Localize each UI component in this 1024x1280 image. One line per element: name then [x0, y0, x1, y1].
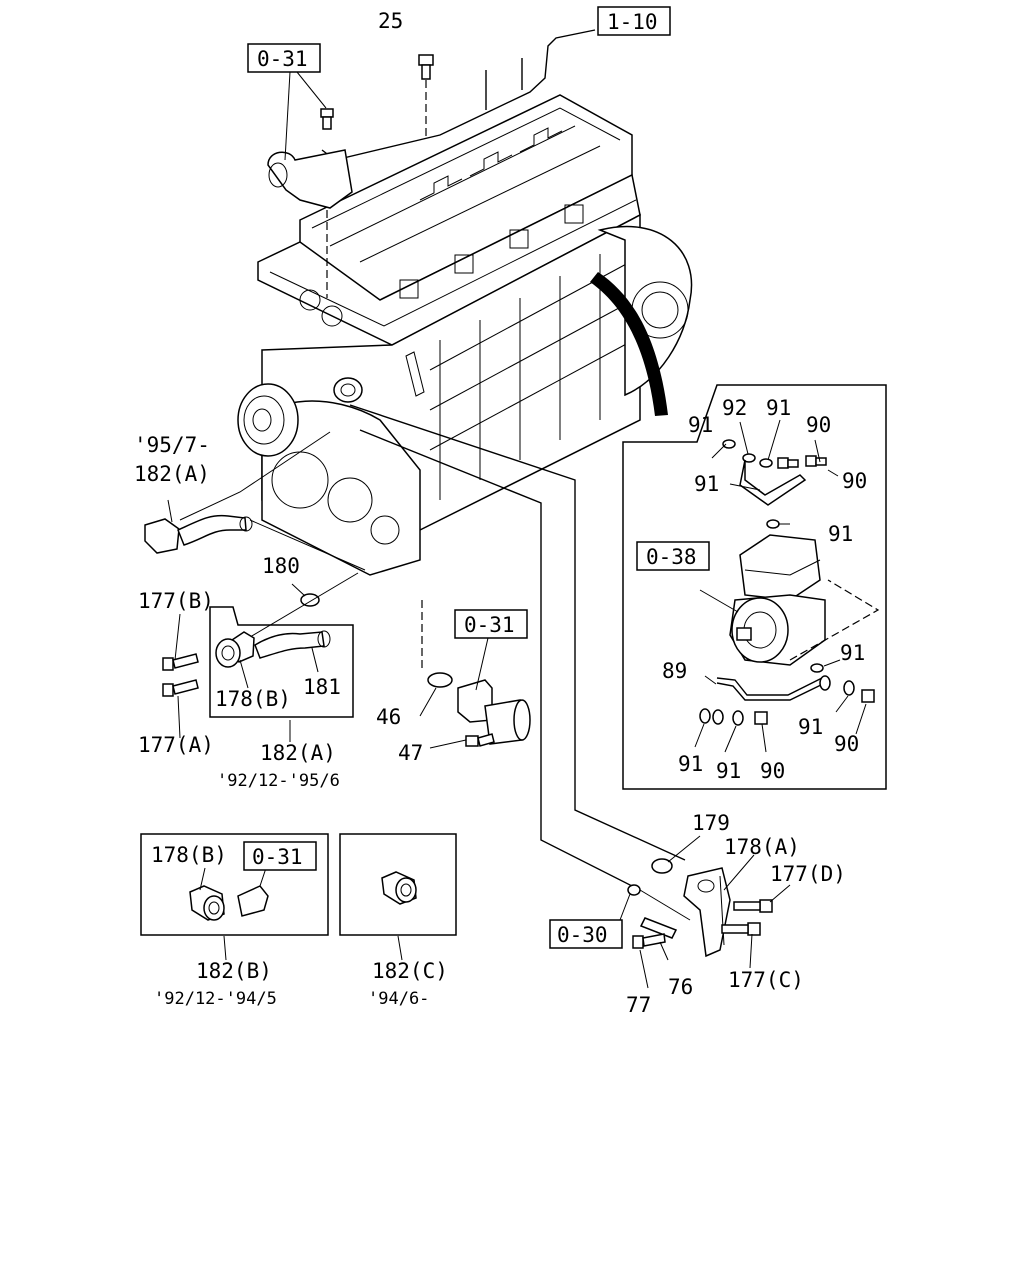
box-182c — [339, 833, 457, 936]
label-77: 77 — [626, 993, 651, 1017]
label-0-31-box: 0-31 — [252, 845, 303, 869]
label-182b: 182(B) — [196, 959, 272, 983]
label-90-d: 90 — [760, 759, 785, 783]
ref-box-0-31-box — [243, 841, 317, 871]
label-1-10: 1-10 — [607, 10, 658, 34]
water-pipe-181-drawing — [162, 572, 359, 742]
label-25: 25 — [378, 9, 403, 33]
label-91-h: 91 — [716, 759, 741, 783]
label-180: 180 — [262, 554, 300, 578]
ref-box-0-38 — [636, 541, 710, 571]
label-181: 181 — [303, 675, 341, 699]
thermostat-housing-178a-drawing — [619, 835, 791, 989]
label-178b-box: 178(B) — [151, 843, 227, 867]
label-91-c: 91 — [694, 472, 719, 496]
label-0-31-top: 0-31 — [257, 47, 308, 71]
label-90-c: 90 — [834, 732, 859, 756]
label-91-f: 91 — [798, 715, 823, 739]
water-inlet-drawing — [419, 600, 531, 749]
ref-box-0-31-mid — [454, 609, 528, 639]
top-parts-drawing — [267, 29, 596, 298]
label-92: 92 — [722, 396, 747, 420]
box-182b-drawing — [189, 867, 269, 961]
water-pipe-182a-drawing — [144, 431, 366, 571]
label-182a-bottom: 182(A) — [260, 741, 336, 765]
label-76: 76 — [668, 975, 693, 999]
label-0-30: 0-30 — [557, 923, 608, 947]
label-89: 89 — [662, 659, 687, 683]
label-179: 179 — [692, 811, 730, 835]
label-91-e: 91 — [840, 641, 865, 665]
label-178a: 178(A) — [724, 835, 800, 859]
ref-box-0-30 — [549, 919, 623, 949]
label-date-182c: '94/6- — [368, 989, 429, 1009]
air-compressor-drawing — [694, 419, 880, 753]
label-177d: 177(D) — [770, 862, 846, 886]
label-90-b: 90 — [842, 469, 867, 493]
label-177c: 177(C) — [728, 968, 804, 992]
label-0-38: 0-38 — [646, 545, 697, 569]
label-91-b: 91 — [766, 396, 791, 420]
label-182a-top: 182(A) — [134, 462, 210, 486]
label-91-d: 91 — [828, 522, 853, 546]
routing-lines — [349, 404, 691, 921]
label-47: 47 — [398, 741, 423, 765]
label-91-g: 91 — [678, 752, 703, 776]
label-90-a: 90 — [806, 413, 831, 437]
group-box-182a — [209, 606, 354, 718]
label-46: 46 — [376, 705, 401, 729]
compressor-detail-box — [622, 384, 887, 790]
label-177a: 177(A) — [138, 733, 214, 757]
label-178b-left: 178(B) — [215, 687, 291, 711]
ref-box-1-10 — [597, 6, 671, 36]
label-91-a: 91 — [688, 413, 713, 437]
engine-block-drawing — [237, 94, 693, 576]
label-95-7: '95/7- — [134, 433, 210, 457]
box-182b — [140, 833, 329, 936]
label-date-182a: '92/12-'95/6 — [217, 771, 340, 791]
label-date-182b: '92/12-'94/5 — [154, 989, 277, 1009]
box-182c-drawing — [381, 871, 417, 961]
label-182c: 182(C) — [372, 959, 448, 983]
label-177b: 177(B) — [138, 589, 214, 613]
ref-box-0-31-top — [247, 43, 321, 73]
label-0-31-mid: 0-31 — [464, 613, 515, 637]
